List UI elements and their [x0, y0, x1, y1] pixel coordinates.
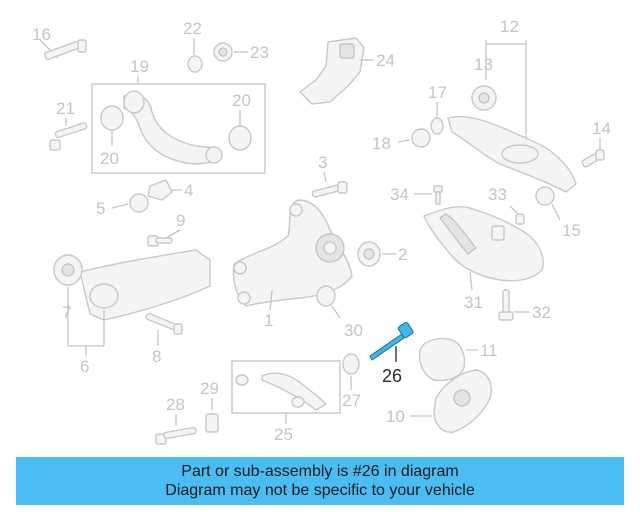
part-19-upper-arm-assembly: 19 20 20: [91, 57, 266, 174]
part-2-bushing: 2: [357, 241, 407, 267]
part-30-bushing: 30: [316, 285, 363, 340]
callout-23: 23: [250, 43, 269, 62]
part-12-control-arm: 12 13: [447, 17, 577, 193]
part-23-nut: 23: [213, 42, 269, 62]
callout-18: 18: [372, 134, 391, 153]
part-33-plug: 33: [488, 185, 525, 225]
callout-7: 7: [62, 303, 71, 322]
callout-27: 27: [342, 391, 361, 410]
callout-33: 33: [488, 185, 507, 204]
part-34-stud: 34: [390, 185, 443, 205]
part-9-bolt: 9: [147, 211, 185, 247]
part-8-bolt: 8: [145, 312, 183, 366]
part-18-nut: 18: [372, 128, 431, 153]
callout-21: 21: [56, 99, 75, 118]
part-29-clip: 29: [200, 379, 219, 433]
part-25-link-assembly: 25: [231, 360, 341, 444]
part-3-bolt: 3: [311, 153, 348, 198]
part-31-shield: 31: [423, 206, 544, 312]
callout-16: 16: [32, 25, 51, 44]
callout-3: 3: [318, 153, 327, 172]
part-10-bracket: 10: [386, 369, 492, 433]
callout-29: 29: [200, 379, 219, 398]
part-15-bushing: 15: [535, 186, 581, 240]
part-11-mount: 11: [418, 337, 498, 382]
callout-20-left: 20: [100, 149, 119, 168]
callout-15: 15: [562, 221, 581, 240]
callout-6: 6: [80, 357, 89, 376]
callout-19: 19: [130, 57, 149, 76]
part-22-washer: 22: [183, 19, 203, 73]
part-26-bolt-highlighted[interactable]: 26: [369, 321, 414, 386]
callout-4: 4: [184, 181, 193, 200]
part-16-bolt: 16: [32, 25, 87, 61]
callout-31: 31: [464, 293, 483, 312]
exploded-parts-diagram: 16 22 23 24 12 13 17 18: [32, 17, 611, 445]
part-6-lower-arm: 7 6: [53, 249, 211, 376]
part-17-washer: 17: [428, 83, 447, 135]
callout-22: 22: [183, 19, 202, 38]
callout-20-right: 20: [232, 91, 251, 110]
info-banner: Part or sub-assembly is #26 in diagram D…: [16, 457, 624, 505]
callout-17: 17: [428, 83, 447, 102]
part-27-bushing: 27: [342, 353, 361, 410]
part-14-bolt: 14: [581, 119, 611, 168]
part-4-plate: 4: [147, 179, 193, 201]
part-5-nut: 5: [96, 193, 149, 218]
callout-5: 5: [96, 199, 105, 218]
callout-8: 8: [152, 347, 161, 366]
banner-line-2: Diagram may not be specific to your vehi…: [165, 482, 475, 499]
callout-11: 11: [480, 341, 498, 360]
callout-10: 10: [386, 407, 405, 426]
callout-32: 32: [532, 303, 551, 322]
callout-9: 9: [176, 211, 185, 230]
callout-30: 30: [344, 321, 363, 340]
callout-12: 12: [500, 17, 519, 36]
callout-34: 34: [390, 185, 409, 204]
part-21-bolt: 21: [49, 99, 88, 151]
callout-28: 28: [166, 395, 185, 414]
part-1-knuckle: 1: [232, 199, 353, 330]
callout-13: 13: [474, 55, 493, 74]
callout-26: 26: [382, 366, 402, 386]
callout-1: 1: [264, 311, 273, 330]
callout-14: 14: [592, 119, 611, 138]
part-32-bolt: 32: [498, 289, 551, 322]
callout-24: 24: [376, 51, 395, 70]
banner-line-1: Part or sub-assembly is #26 in diagram: [181, 463, 459, 480]
part-28-bolt: 28: [155, 395, 197, 445]
part-24-bracket: 24: [298, 37, 395, 105]
callout-25: 25: [274, 425, 293, 444]
callout-2: 2: [398, 245, 407, 264]
